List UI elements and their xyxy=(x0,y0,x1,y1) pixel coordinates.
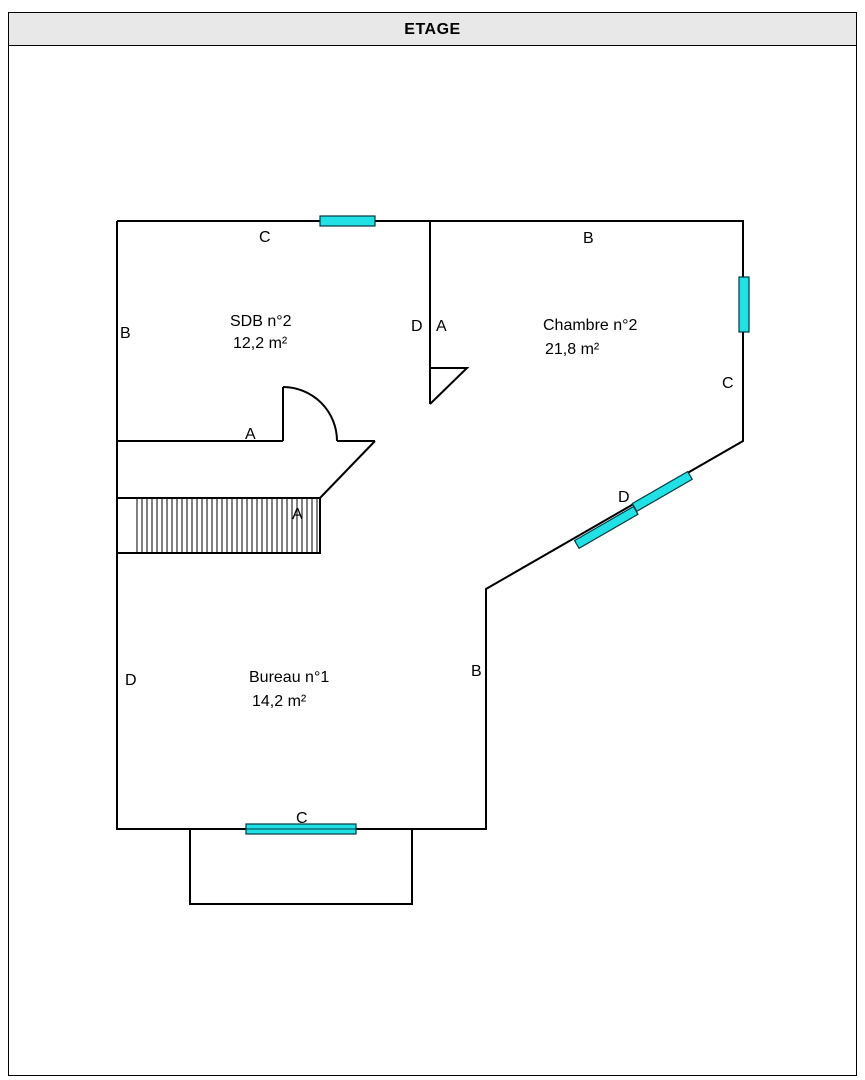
wall-label-chambre-left: A xyxy=(436,318,447,335)
wall-landing-diagonal xyxy=(319,440,376,499)
room-area-sdb: 12,2 m² xyxy=(233,335,288,352)
window-sdb-top xyxy=(319,215,376,227)
room-area-bureau: 14,2 m² xyxy=(252,693,307,710)
plan-frame: ETAGE xyxy=(8,12,857,1076)
wall-label-bureau-left: D xyxy=(125,672,137,689)
plan-title: ETAGE xyxy=(404,21,461,38)
window-chambre-diag-2 xyxy=(631,470,694,513)
window-chambre-diag-1 xyxy=(573,505,639,550)
wall-label-sdb-top: C xyxy=(259,229,271,246)
wall-label-chambre-diagonal: D xyxy=(618,489,630,506)
wall-label-sdb-bottom: A xyxy=(245,426,256,443)
wall-label-stair: A xyxy=(292,506,303,523)
wall-label-bureau-right: B xyxy=(471,663,482,680)
window-chambre-right xyxy=(738,276,750,333)
room-name-chambre: Chambre n°2 xyxy=(543,317,638,334)
stair-treads xyxy=(136,498,318,553)
wall-label-sdb-right: D xyxy=(411,318,423,335)
wall-label-bureau-bottom: C xyxy=(296,810,308,827)
room-name-sdb: SDB n°2 xyxy=(230,313,292,330)
room-area-chambre: 21,8 m² xyxy=(545,341,600,358)
room-name-bureau: Bureau n°1 xyxy=(249,669,329,686)
staircase xyxy=(116,497,321,554)
door-sdb-swing xyxy=(282,386,338,442)
wall-label-chambre-top: B xyxy=(583,230,594,247)
wall-label-chambre-right: C xyxy=(722,375,734,392)
door-chambre xyxy=(429,367,470,405)
plan-header: ETAGE xyxy=(9,13,856,46)
balcony xyxy=(189,829,413,905)
wall-label-sdb-left: B xyxy=(120,325,131,342)
outer-wall-north xyxy=(116,220,744,830)
